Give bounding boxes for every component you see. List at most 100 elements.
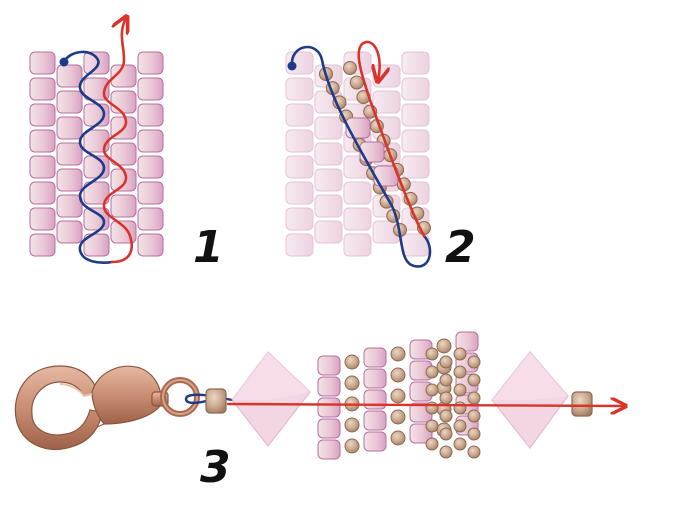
- step-2-blue-thread: [290, 45, 432, 268]
- jump-ring-highlight: [162, 379, 198, 415]
- step-3-cylinder-bead: [363, 347, 387, 368]
- step-3-seed-bead: [467, 391, 481, 405]
- step-2-red-thread: [357, 40, 426, 238]
- step-3-seed-bead: [425, 437, 439, 451]
- step-2-diagram: [285, 40, 432, 268]
- step-3-seed-bead: [439, 445, 453, 459]
- step-3-seed-bead: [467, 409, 481, 423]
- step-2-faded-bead: [401, 77, 430, 101]
- step-3-seed-bead: [425, 401, 439, 415]
- step-3-seed-bead: [453, 401, 467, 415]
- step-3-seed-bead: [390, 346, 406, 362]
- step-3-cylinder-bead: [317, 397, 341, 418]
- step-2-seed-bead: [349, 75, 364, 90]
- step-1-cylinder-bead: [137, 77, 164, 101]
- step-1-cylinder-bead: [29, 233, 56, 257]
- step-3-cylinder-bead: [363, 368, 387, 389]
- step-2-faded-bead: [285, 181, 314, 205]
- step-1-cylinder-bead: [110, 194, 137, 218]
- step-1-cylinder-bead: [56, 168, 83, 192]
- step-3-cylinder-bead: [317, 376, 341, 397]
- peyote-tube: [317, 331, 481, 460]
- step-1-cylinder-bead: [137, 181, 164, 205]
- step-1-cylinder-bead: [29, 51, 56, 75]
- step-1-cylinder-bead: [137, 155, 164, 179]
- step-3-seed-bead: [390, 409, 406, 425]
- step-2-faded-bead: [314, 194, 343, 218]
- step-1-cylinder-bead: [29, 103, 56, 127]
- step-2-faded-bead: [285, 103, 314, 127]
- step-2-faded-bead: [372, 90, 401, 114]
- step-2-number: 2: [445, 222, 476, 273]
- step-2-faded-bead: [343, 207, 372, 231]
- step-3-seed-bead: [439, 409, 453, 423]
- step-3-cylinder-bead: [363, 431, 387, 452]
- step-3-seed-bead: [439, 355, 453, 369]
- step-3-seed-bead: [344, 375, 360, 391]
- step-3-seed-bead: [439, 373, 453, 387]
- step-2-faded-bead: [401, 155, 430, 179]
- step-2-faded-bead: [314, 116, 343, 140]
- step-1-cylinder-bead: [110, 90, 137, 114]
- step-3-seed-bead: [425, 365, 439, 379]
- step-3-seed-bead: [344, 417, 360, 433]
- step-3-seed-bead: [453, 419, 467, 433]
- step-1-thread-start-dot: [59, 57, 69, 67]
- step-3-seed-bead: [453, 383, 467, 397]
- step-1-cylinder-bead: [29, 207, 56, 231]
- step-3-cylinder-bead: [363, 410, 387, 431]
- step-3-seed-bead: [453, 365, 467, 379]
- step-3-cylinder-bead: [455, 331, 479, 352]
- step-2-faded-bead: [401, 51, 430, 75]
- step-3-red-thread: [226, 404, 624, 406]
- step-1-cylinder-bead: [137, 129, 164, 153]
- step-2-faded-bead: [285, 233, 314, 257]
- step-1-cylinder-bead: [29, 129, 56, 153]
- step-1-cylinder-bead: [56, 220, 83, 244]
- end-seed-bead-right: [571, 391, 593, 417]
- step-1-number: 1: [193, 222, 224, 273]
- step-3-cylinder-bead: [363, 389, 387, 410]
- step-2-faded-bead: [343, 181, 372, 205]
- step-1-diagram: [29, 18, 164, 264]
- step-3-cylinder-bead: [317, 418, 341, 439]
- step-1-bead-panel: [29, 51, 164, 257]
- step-1-cylinder-bead: [137, 233, 164, 257]
- step-1-cylinder-bead: [137, 103, 164, 127]
- step-1-cylinder-bead: [56, 142, 83, 166]
- step-3-seed-bead: [390, 388, 406, 404]
- step-2-faded-bead: [401, 129, 430, 153]
- step-1-cylinder-bead: [29, 155, 56, 179]
- step-2-faded-bead: [285, 155, 314, 179]
- step-3-seed-bead: [344, 438, 360, 454]
- step-1-cylinder-bead: [137, 207, 164, 231]
- step-1-cylinder-bead: [110, 142, 137, 166]
- step-3-seed-bead: [467, 445, 481, 459]
- step-3-seed-bead: [390, 367, 406, 383]
- step-1-cylinder-bead: [83, 51, 110, 75]
- step-3-blue-thread-loop: [184, 393, 234, 405]
- step-3-seed-bead: [390, 430, 406, 446]
- step-2-faded-bead: [372, 64, 401, 88]
- step-1-blue-thread: [62, 50, 114, 264]
- step-3-seed-bead: [425, 419, 439, 433]
- step-1-cylinder-bead: [83, 181, 110, 205]
- step-3-number: 3: [200, 442, 231, 493]
- step-3-seed-bead: [425, 347, 439, 361]
- end-seed-bead-left: [205, 388, 227, 414]
- step-2-faded-bead: [285, 77, 314, 101]
- step-1-cylinder-bead: [56, 194, 83, 218]
- step-1-red-thread: [102, 18, 133, 264]
- step-3-seed-bead: [453, 437, 467, 451]
- step-3-seed-bead: [425, 383, 439, 397]
- step-1-cylinder-bead: [137, 51, 164, 75]
- step-1-cylinder-bead: [29, 181, 56, 205]
- step-2-faded-bead: [314, 168, 343, 192]
- step-2-seed-bead: [343, 61, 357, 75]
- bicone-bead-right-facet: [492, 352, 568, 400]
- bicone-bead-left-facet: [232, 352, 310, 400]
- step-2-thread-start-dot: [287, 61, 297, 71]
- step-3-seed-bead: [436, 338, 452, 354]
- step-3-seed-bead: [439, 391, 453, 405]
